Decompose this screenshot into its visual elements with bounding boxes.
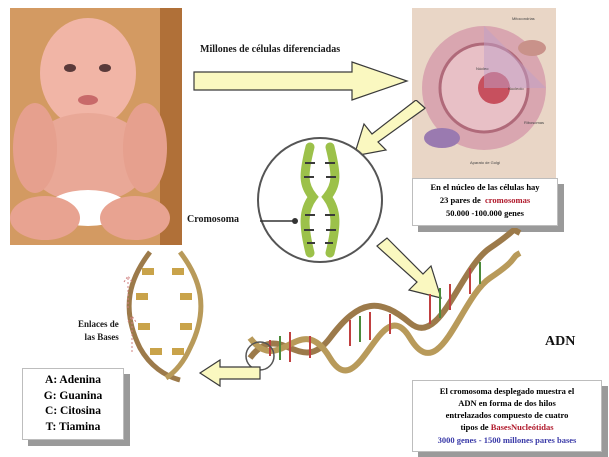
dna-helix bbox=[240, 228, 525, 388]
cell-label-nucleolo: Nucleolo bbox=[508, 86, 524, 91]
base-adenina: A: Adenina bbox=[23, 373, 123, 389]
arrow-to-cell bbox=[192, 60, 412, 102]
nucleus-line-2: 23 pares de cromosomas bbox=[413, 194, 557, 207]
base-citosina: C: Citosina bbox=[23, 404, 123, 420]
dna-label: ADN bbox=[545, 334, 575, 350]
cromosomas-highlight: cromosomas bbox=[485, 195, 530, 205]
dna-line-2: ADN en forma de dos hilos bbox=[413, 397, 601, 409]
dna-line-3: entrelazados compuesto de cuatro bbox=[413, 409, 601, 421]
cell-illustration bbox=[412, 8, 556, 178]
cell-label-mitocondrias: Mitocondrias bbox=[512, 16, 535, 21]
bases-legend-box: A: Adenina G: Guanina C: Citosina T: Tia… bbox=[22, 368, 124, 440]
bases-highlight: BasesNucleótidas bbox=[491, 422, 554, 432]
baby-photo bbox=[10, 8, 182, 245]
arrow-label: Millones de células diferenciadas bbox=[200, 44, 340, 55]
chromosome-label: Cromosoma bbox=[187, 214, 239, 225]
dna-line-4: tipos de BasesNucleótidas bbox=[413, 421, 601, 433]
base-tiamina: T: Tiamina bbox=[23, 420, 123, 436]
bonds-label: Enlaces de las Bases bbox=[78, 318, 119, 344]
cell-label-ribosomas: Ribosomas bbox=[524, 120, 544, 125]
arrow-to-bases bbox=[198, 358, 262, 388]
nucleus-info-box: En el núcleo de las células hay 23 pares… bbox=[412, 178, 558, 226]
dna-line-5: 3000 genes - 1500 millones pares bases bbox=[413, 434, 601, 446]
cell-label-golgi: Aparato de Golgi bbox=[470, 160, 500, 165]
dna-line-1: El cromosoma desplegado muestra el bbox=[413, 385, 601, 397]
nucleus-line-3: 50.000 -100.000 genes bbox=[413, 207, 557, 220]
base-guanina: G: Guanina bbox=[23, 389, 123, 405]
cell-label-nucleo: Núcleo bbox=[476, 66, 488, 71]
nucleus-line-1: En el núcleo de las células hay bbox=[413, 181, 557, 194]
dna-info-box: El cromosoma desplegado muestra el ADN e… bbox=[412, 380, 602, 452]
